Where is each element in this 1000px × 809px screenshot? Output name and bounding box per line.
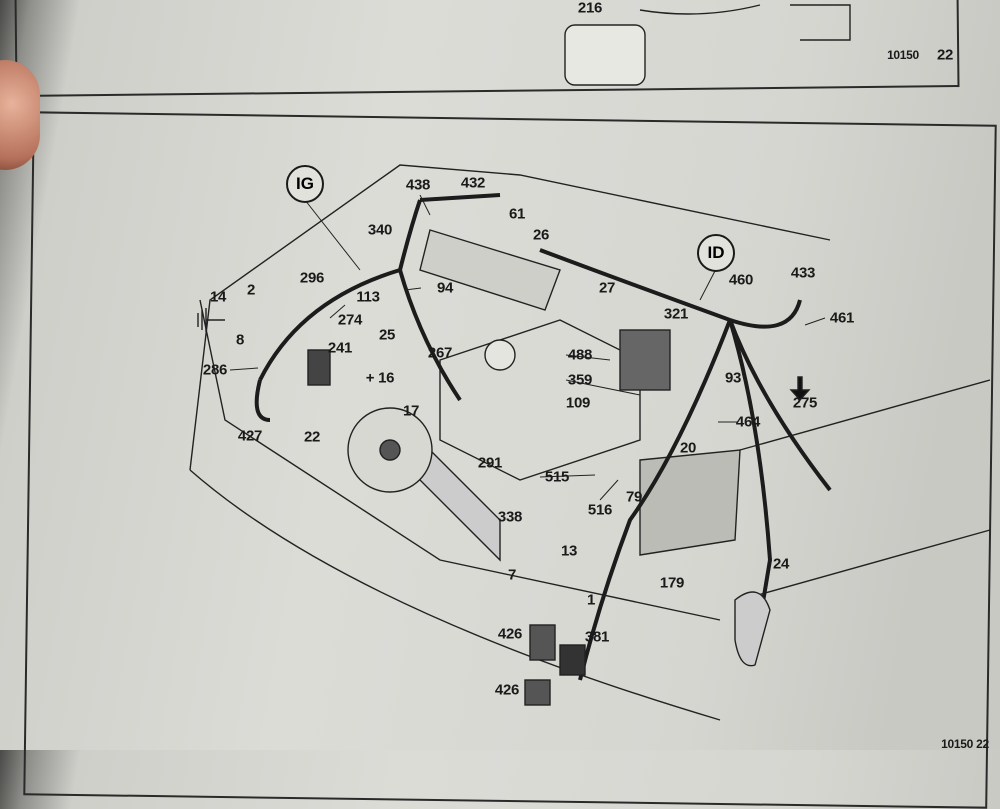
fender-lines — [739, 379, 991, 601]
label-286: 286 — [202, 361, 228, 379]
label-25: 25 — [378, 326, 396, 344]
label-291: 291 — [477, 454, 503, 472]
label-427: 427 — [237, 427, 263, 445]
label-113: 113 — [356, 288, 380, 306]
wiring-diagram-drawing — [189, 4, 991, 721]
label-438: 438 — [405, 176, 431, 194]
label-340: 340 — [367, 221, 393, 239]
label-94: 94 — [436, 279, 454, 297]
label-79: 79 — [625, 488, 643, 506]
label-93: 93 — [724, 369, 742, 387]
label-464: 464 — [735, 413, 761, 431]
coolant-tank — [639, 449, 741, 556]
label-2: 2 — [246, 281, 256, 299]
label-7: 7 — [507, 566, 517, 584]
label-275: 275 — [792, 394, 818, 412]
label-488: 488 — [567, 346, 593, 364]
label-296: 296 — [299, 269, 325, 287]
label-432: 432 — [460, 174, 486, 192]
figure-code-bottom: 10150 22 — [941, 737, 989, 751]
label-61: 61 — [508, 205, 526, 223]
label-16: + 16 — [365, 369, 395, 387]
arrow-275-icon — [789, 376, 811, 402]
oil-cap — [484, 339, 516, 371]
wiper-motor — [419, 229, 561, 311]
callout-ID: ID — [697, 234, 735, 272]
label-8: 8 — [235, 331, 245, 349]
relay-426b — [524, 679, 551, 706]
label-338: 338 — [497, 508, 523, 526]
label-274: 274 — [337, 311, 363, 329]
label-381: 381 — [584, 628, 610, 646]
label-433: 433 — [790, 264, 816, 282]
figure-number-top: 22 — [936, 46, 954, 64]
harness — [254, 193, 832, 681]
lamp-216-drawing — [564, 24, 646, 86]
top-wiring — [639, 4, 851, 41]
label-179: 179 — [659, 574, 685, 592]
finger — [0, 60, 40, 170]
label-216: 216 — [577, 0, 603, 17]
label-22: 22 — [303, 428, 321, 446]
label-267: 267 — [427, 344, 453, 362]
label-13: 13 — [560, 542, 578, 560]
hood-outline — [189, 164, 831, 471]
label-27: 27 — [598, 279, 616, 297]
label-461: 461 — [829, 309, 855, 327]
label-26: 26 — [532, 226, 550, 244]
callout-IG: IG — [286, 165, 324, 203]
label-14: 14 — [209, 288, 227, 306]
relay-381 — [559, 644, 586, 676]
distributor — [619, 329, 671, 391]
label-359: 359 — [567, 371, 593, 389]
label-241: 241 — [327, 339, 353, 357]
label-24: 24 — [772, 555, 790, 573]
figure-code-top: 10150 — [887, 48, 919, 62]
label-321: 321 — [663, 305, 689, 323]
engine-block — [439, 319, 641, 481]
label-460: 460 — [728, 271, 754, 289]
label-109: 109 — [565, 394, 591, 412]
ground-symbol-icon — [197, 308, 225, 332]
label-515: 515 — [544, 468, 570, 486]
part-24 — [734, 591, 771, 667]
bumper-outline — [189, 469, 721, 721]
label-1: 1 — [586, 591, 596, 609]
label-17: 17 — [402, 402, 420, 420]
leader-lines — [229, 194, 826, 501]
label-426-lower: 426 — [494, 681, 520, 699]
body-outline — [199, 299, 721, 621]
label-426-upper: 426 — [497, 625, 523, 643]
ignition-coil — [307, 349, 331, 386]
relay-426a — [529, 624, 556, 661]
label-20: 20 — [679, 439, 697, 457]
label-516: 516 — [587, 501, 613, 519]
